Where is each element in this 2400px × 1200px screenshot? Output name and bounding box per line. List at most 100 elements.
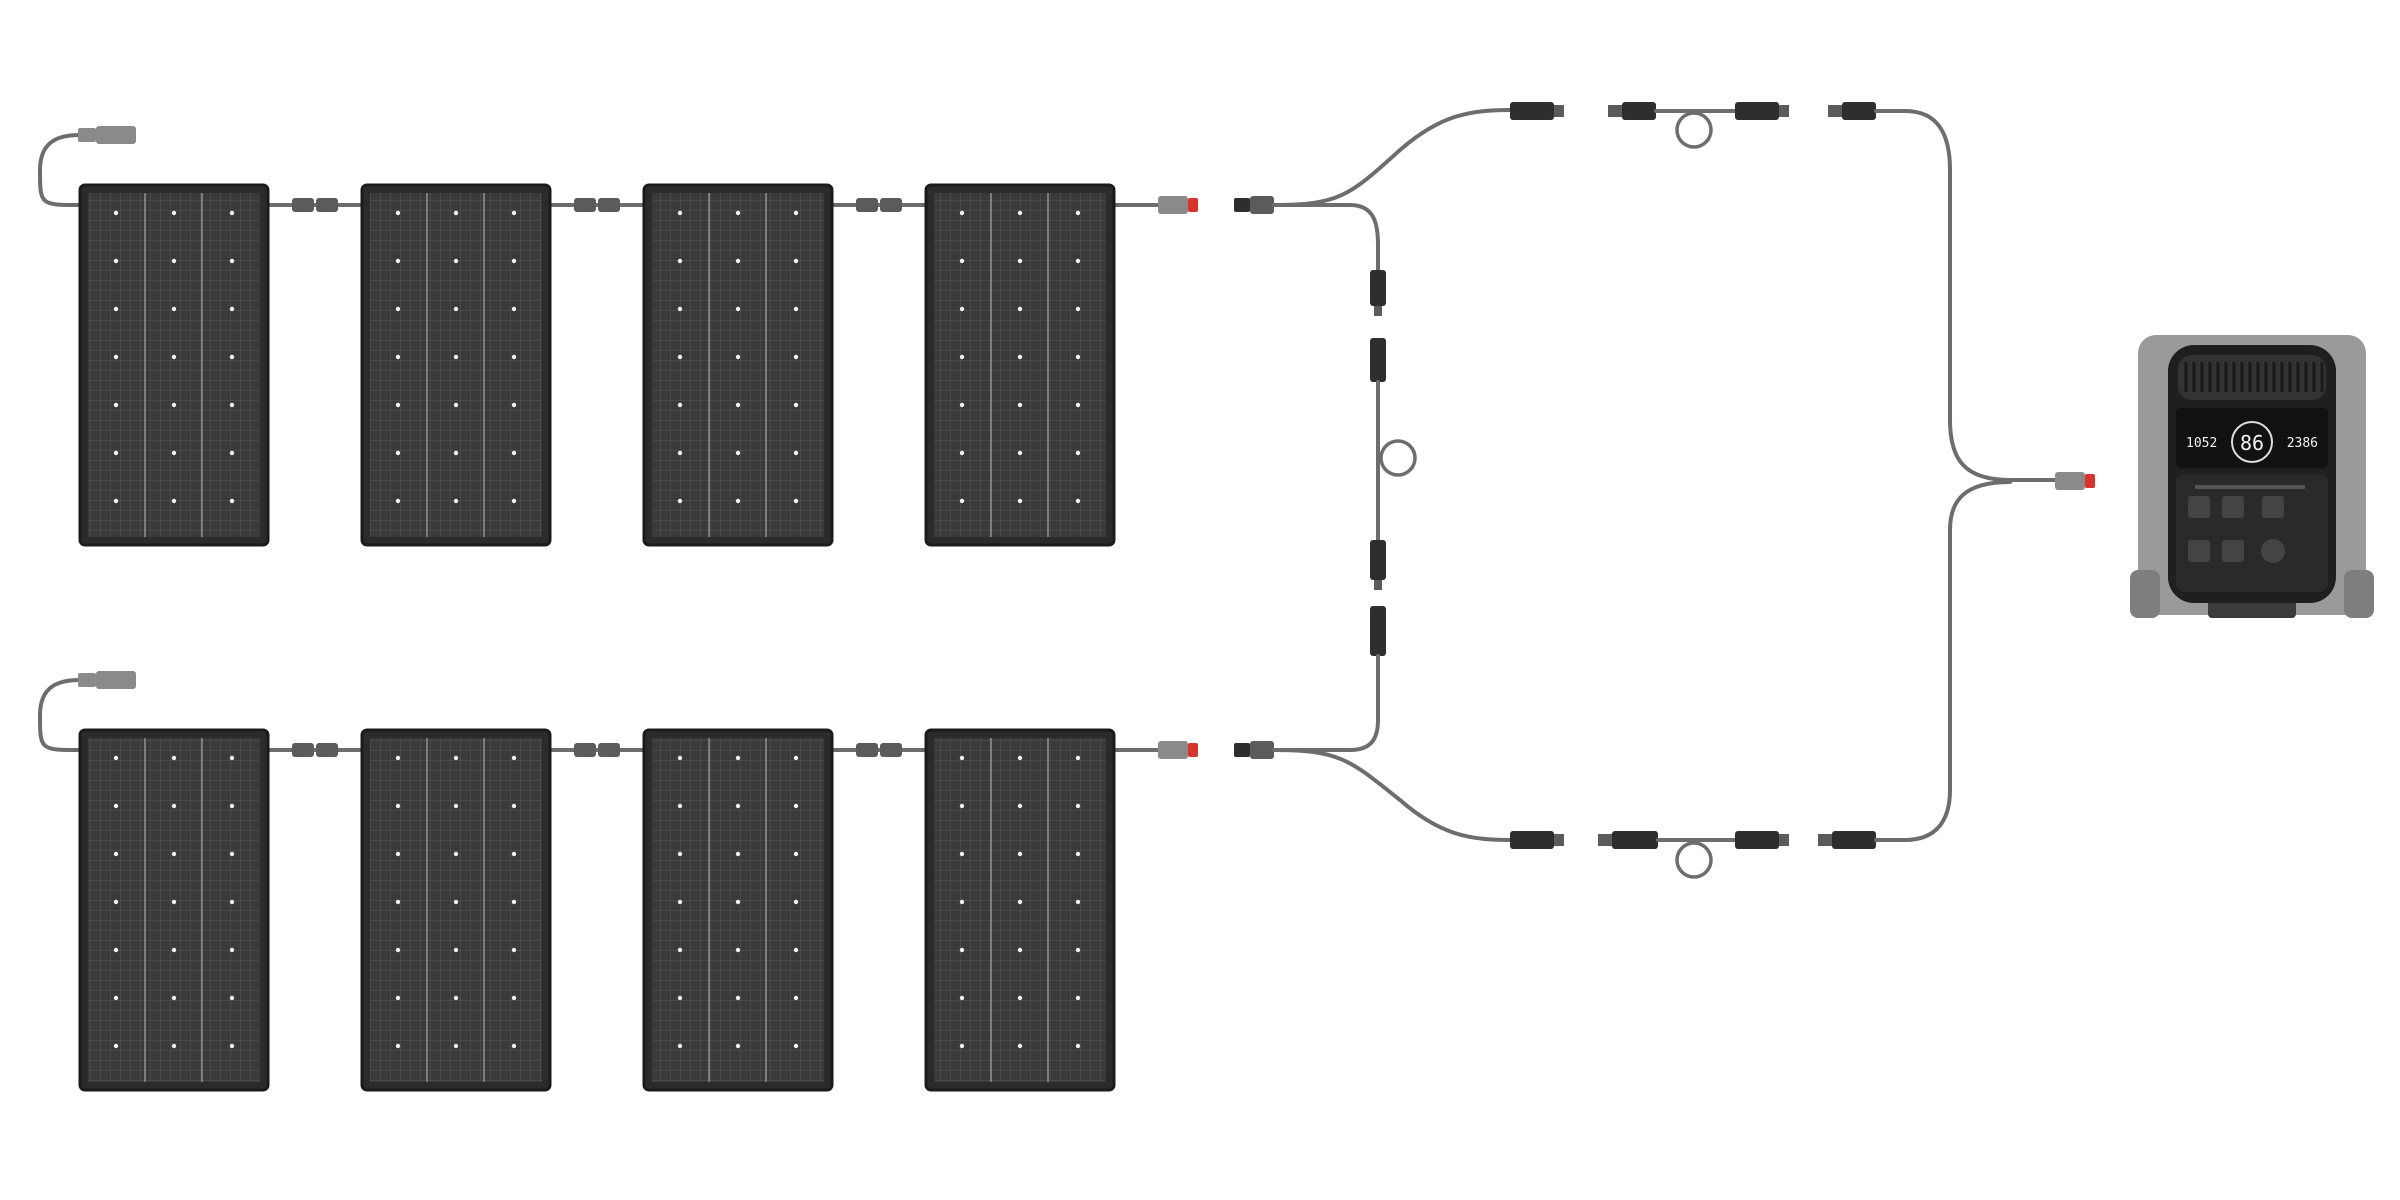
- panel-cell-dot: [229, 402, 235, 408]
- mc4-connector: [1832, 831, 1876, 849]
- panel-cell-dot: [511, 851, 517, 857]
- panel-cell-dot: [1075, 210, 1081, 216]
- panel-cell-dot: [395, 258, 401, 264]
- panel-cell-dot: [1017, 210, 1023, 216]
- panel-cell-dot: [113, 803, 119, 809]
- top-row-inline-connector-1: [292, 198, 338, 212]
- panel-cell-dot: [171, 210, 177, 216]
- panel-cell-dot: [511, 306, 517, 312]
- panel-cell-dot: [113, 995, 119, 1001]
- panel-cell-dot: [793, 498, 799, 504]
- panel-cell-dot: [229, 947, 235, 953]
- panel-cell-dot: [171, 1043, 177, 1049]
- panel-cell-dot: [793, 306, 799, 312]
- panel-cell-dot: [1017, 755, 1023, 761]
- panel-cell-dot: [395, 1043, 401, 1049]
- panel-cell-dot: [453, 306, 459, 312]
- panel-cell-dot: [395, 354, 401, 360]
- panel-cell-dot: [677, 354, 683, 360]
- panel-cell-dot: [229, 354, 235, 360]
- bottom-row-inline-connector-2: [574, 743, 620, 757]
- panel-cell-dot: [229, 851, 235, 857]
- mc4-connector: [1735, 831, 1779, 849]
- panel-cell-dot: [229, 258, 235, 264]
- top-row-end-plug: [78, 126, 136, 144]
- panel-cell-dot: [229, 210, 235, 216]
- panel-cell-dot: [395, 755, 401, 761]
- panel-cell-dot: [395, 450, 401, 456]
- panel-cell-dot: [229, 995, 235, 1001]
- display-right-value: 2386: [2287, 436, 2318, 451]
- solar-panel: [78, 183, 270, 547]
- panel-cell-dot: [959, 354, 965, 360]
- display-center-value: 86: [2240, 431, 2264, 455]
- panel-cell-dot: [113, 1043, 119, 1049]
- mc4-connector: [1612, 831, 1658, 849]
- panel-cell-dot: [171, 947, 177, 953]
- panel-cell-dot: [113, 402, 119, 408]
- panel-cell-dot: [229, 498, 235, 504]
- panel-cell-dot: [677, 306, 683, 312]
- panel-cell-dot: [1075, 947, 1081, 953]
- panel-cell-dot: [959, 755, 965, 761]
- station-input-plug: [2055, 472, 2095, 490]
- panel-cell-dot: [511, 947, 517, 953]
- panel-cell-dot: [735, 947, 741, 953]
- panel-cell-dot: [113, 258, 119, 264]
- panel-cell-dot: [677, 803, 683, 809]
- panel-cell-dot: [229, 899, 235, 905]
- panel-cell-dot: [793, 258, 799, 264]
- solar-panel-row-top: [78, 183, 1116, 547]
- top-row-inline-connector-2: [574, 198, 620, 212]
- panel-cell-dot: [959, 899, 965, 905]
- panel-cell-dot: [511, 402, 517, 408]
- solar-panel: [642, 183, 834, 547]
- y-branch-plug-bottom: [1234, 743, 1250, 757]
- panel-cell-dot: [1017, 803, 1023, 809]
- panel-cell-dot: [113, 755, 119, 761]
- panel-cell-dot: [171, 450, 177, 456]
- panel-cell-dot: [1075, 851, 1081, 857]
- bottom-row-output-connector: [1158, 741, 1198, 759]
- panel-cell-dot: [511, 258, 517, 264]
- panel-cell-dot: [735, 899, 741, 905]
- panel-cell-dot: [113, 498, 119, 504]
- solar-panel: [642, 728, 834, 1092]
- panel-cell-dot: [113, 450, 119, 456]
- panel-cell-dot: [735, 258, 741, 264]
- cable-loop-top: [1675, 111, 1713, 149]
- top-row-output-connector: [1158, 196, 1198, 214]
- panel-cell-dot: [113, 899, 119, 905]
- panel-cell-dot: [453, 755, 459, 761]
- panel-cell-dot: [395, 498, 401, 504]
- panel-cell-dot: [1075, 498, 1081, 504]
- panel-cell-dot: [229, 306, 235, 312]
- solar-panel: [360, 728, 552, 1092]
- panel-cell-dot: [113, 947, 119, 953]
- display-left-value: 1052: [2186, 436, 2217, 451]
- panel-cell-dot: [395, 995, 401, 1001]
- panel-cell-dot: [959, 851, 965, 857]
- panel-cell-dot: [735, 498, 741, 504]
- panel-cell-dot: [113, 306, 119, 312]
- panel-cell-dot: [453, 498, 459, 504]
- panel-cell-dot: [1075, 306, 1081, 312]
- mc4-connector-vertical-1: [1370, 270, 1386, 306]
- panel-cell-dot: [735, 755, 741, 761]
- panel-cell-dot: [793, 947, 799, 953]
- bottom-extension-chain: [1510, 480, 2012, 879]
- panel-cell-dot: [453, 851, 459, 857]
- panel-cell-dot: [171, 995, 177, 1001]
- panel-cell-dot: [793, 803, 799, 809]
- panel-cell-dot: [677, 402, 683, 408]
- top-row-cabling: [37, 133, 1172, 207]
- panel-cell-dot: [959, 402, 965, 408]
- panel-cell-dot: [113, 354, 119, 360]
- mc4-connector: [1510, 831, 1554, 849]
- panel-cell-dot: [959, 498, 965, 504]
- panel-cell-dot: [1075, 402, 1081, 408]
- cable-loop-bottom: [1675, 841, 1713, 879]
- top-extension-chain: [1510, 102, 2062, 482]
- solar-panel: [360, 183, 552, 547]
